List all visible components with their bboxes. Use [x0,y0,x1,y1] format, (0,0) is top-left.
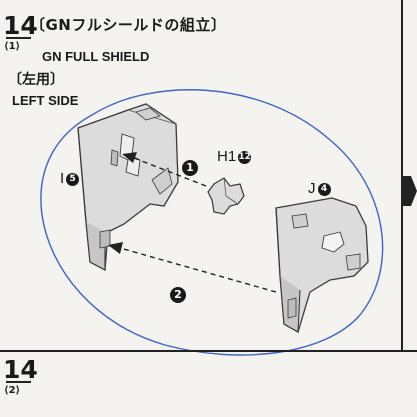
assembly-arrow-2 [119,247,277,293]
assembly-arrow-1 [133,157,207,187]
assembly-arrow-1-head [122,152,137,163]
runner-number-badge: 5 [66,173,80,186]
order-marker-2: 2 [170,287,186,303]
runner-number-badge: 12 [238,151,252,164]
step-number: 14 [3,11,38,40]
next-step-number: 14 [3,355,38,384]
order-marker-1: 1 [182,160,198,176]
step-number-underline [6,37,31,39]
annotation-circle [40,89,384,356]
step-sub-number: ⟨1⟩ [4,41,21,52]
runner-number-badge: 4 [317,183,331,196]
part-j-shield-plate [275,197,369,333]
title-japanese: 〔GNフルシールドの組立〕 [30,16,227,34]
next-step-sub-number: ⟨2⟩ [4,385,21,396]
next-step-number-underline [6,381,31,383]
title-english: GN FULL SHIELD [42,49,150,64]
part-letter: H1 [217,148,237,165]
part-letter: J [308,180,316,197]
part-letter: I [60,170,65,187]
section-divider [0,350,417,352]
side-label-english: LEFT SIDE [12,93,79,108]
part-h1-connector [207,177,245,215]
part-i-shield-plate [77,103,179,272]
side-label-japanese: 〔左用〕 [8,72,64,88]
next-page-arrow-icon [402,176,417,206]
assembly-arrow-2-head [108,242,123,254]
